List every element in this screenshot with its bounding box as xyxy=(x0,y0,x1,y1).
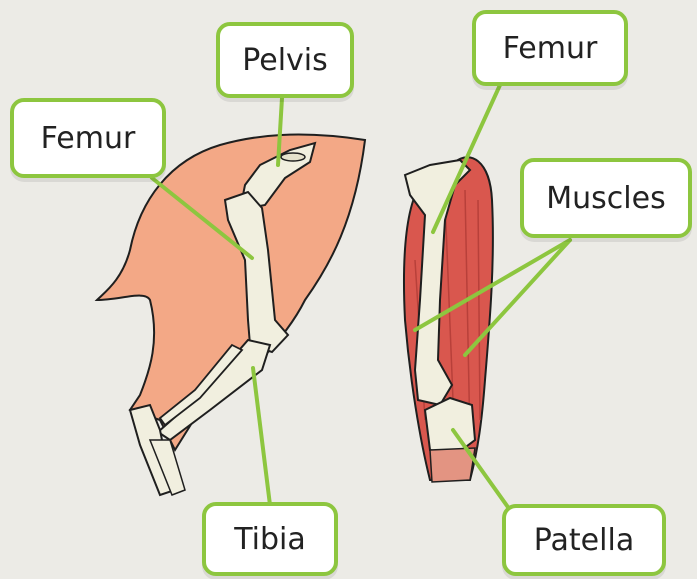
label-femur-right: Femur xyxy=(472,10,628,86)
patella-bone xyxy=(425,398,475,455)
label-pelvis: Pelvis xyxy=(216,22,354,98)
pelvis-hole xyxy=(281,153,305,161)
label-tibia: Tibia xyxy=(202,502,338,576)
label-femur-left: Femur xyxy=(10,98,166,178)
label-patella: Patella xyxy=(502,504,666,576)
left-leg-illustration xyxy=(97,135,365,495)
right-leg-illustration xyxy=(404,157,493,482)
leg-skin-silhouette xyxy=(97,135,365,450)
leader-line-tibia xyxy=(253,368,270,505)
label-muscles: Muscles xyxy=(520,158,692,238)
